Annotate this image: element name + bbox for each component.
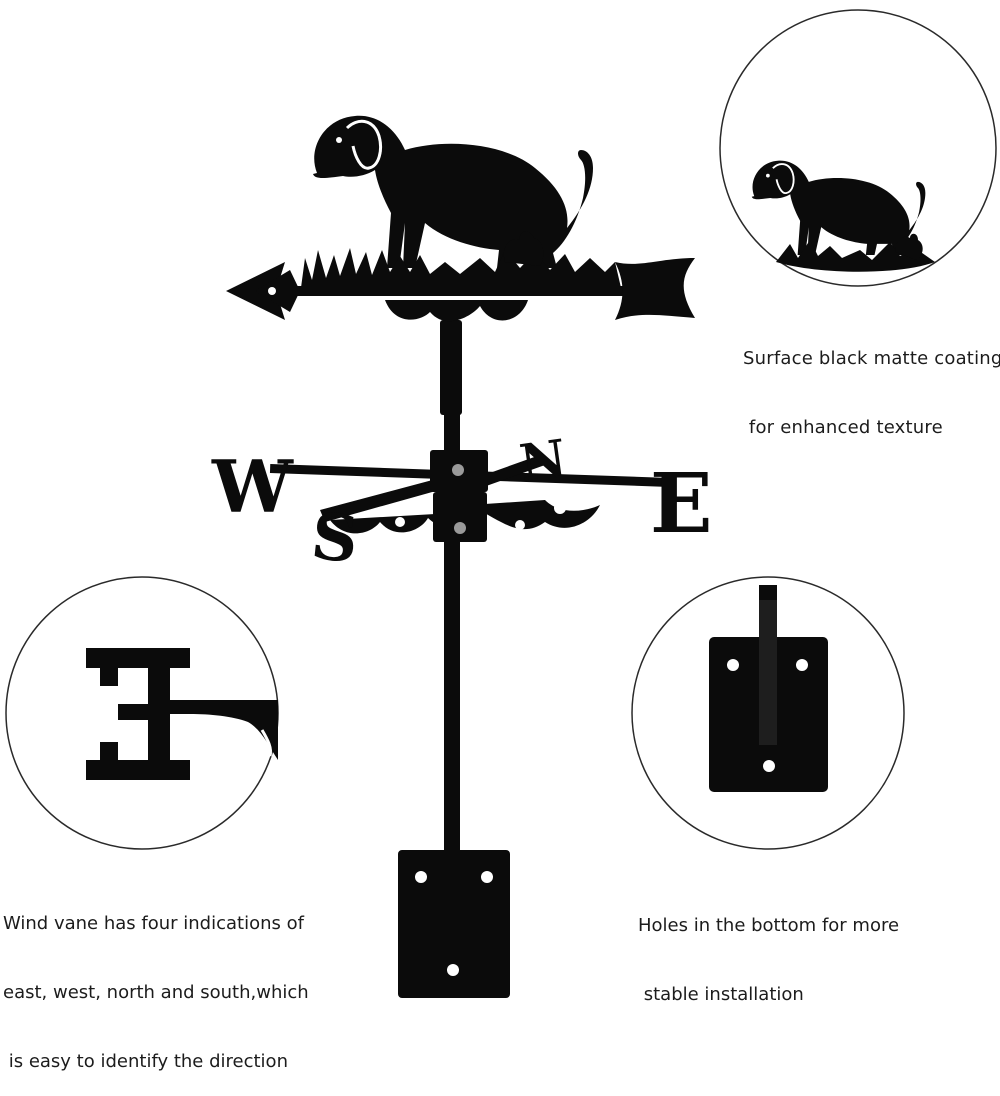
caption-surface-coating: Surface black matte coating for enhanced…: [743, 301, 1000, 462]
mounting-plate-icon: [398, 850, 510, 998]
dog-silhouette-icon: [311, 114, 595, 270]
caption-line: stable installation: [638, 984, 804, 1005]
detail-circle-letter: [5, 576, 279, 850]
caption-line: for enhanced texture: [743, 417, 943, 438]
compass-letter-south: S: [308, 499, 362, 578]
weather-vane-product-image: W E N S: [5, 9, 997, 998]
compass-letter-west: W: [211, 444, 294, 529]
caption-wind-directions: Wind vane has four indications of east, …: [3, 866, 309, 1096]
grass-detail: [776, 240, 935, 272]
compass-letter-north: N: [516, 428, 569, 493]
letter-e-detail-icon: [86, 648, 278, 780]
grass-strip: [300, 231, 622, 322]
caption-mounting-holes: Holes in the bottom for more stable inst…: [638, 868, 899, 1029]
caption-line: east, west, north and south,which: [3, 982, 309, 1003]
caption-line: Surface black matte coating: [743, 348, 1000, 369]
upper-pole: [440, 320, 462, 415]
caption-line: is easy to identify the direction: [3, 1051, 288, 1072]
compass-letter-east: E: [650, 456, 713, 552]
main-weather-vane: W E N S: [211, 114, 713, 998]
caption-line: Wind vane has four indications of: [3, 913, 304, 934]
detail-circle-dog: [719, 9, 997, 287]
arrow-icon: [226, 258, 695, 320]
hub-bracket: [430, 450, 488, 542]
caption-line: Holes in the bottom for more: [638, 915, 900, 936]
plate-detail-icon: [709, 585, 828, 792]
detail-circle-plate: [631, 576, 905, 850]
